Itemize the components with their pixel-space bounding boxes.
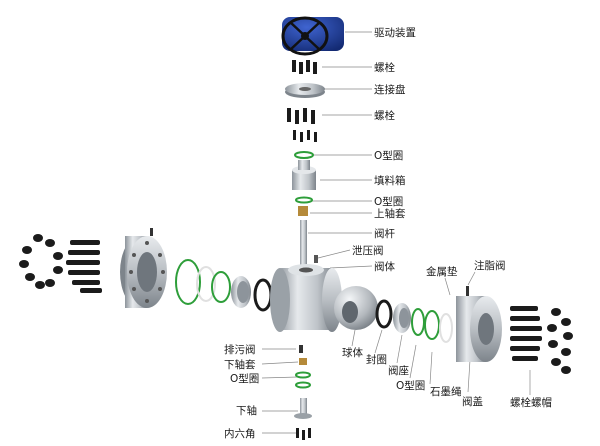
label-ball: 球体 bbox=[342, 347, 363, 359]
upper-bushing bbox=[298, 206, 308, 216]
label-seal-ring: 封圈 bbox=[366, 354, 387, 366]
valve-body bbox=[270, 264, 342, 332]
label-upper-bushing: 上轴套 bbox=[374, 208, 406, 220]
label-packing-box: 填料箱 bbox=[374, 175, 406, 187]
label-relief-valve: 泄压阀 bbox=[352, 245, 384, 257]
label-lower-shaft: 下轴 bbox=[236, 405, 257, 417]
connecting-plate bbox=[285, 83, 325, 98]
label-valve-body: 阀体 bbox=[374, 261, 395, 273]
left-o-ring-1 bbox=[175, 259, 201, 305]
left-nut-ring bbox=[19, 234, 63, 289]
lower-o-ring-1 bbox=[295, 371, 311, 379]
actuator bbox=[281, 16, 344, 56]
label-lower-bushing: 下轴套 bbox=[224, 359, 256, 371]
left-flange bbox=[120, 228, 167, 308]
label-valve-seat: 阀座 bbox=[388, 365, 409, 377]
label-hex-socket: 内六角 bbox=[224, 428, 256, 440]
right-seal-ring bbox=[375, 299, 393, 329]
label-bolt-top: 螺栓 bbox=[374, 62, 395, 74]
right-studs bbox=[510, 306, 542, 361]
label-bolt-middle: 螺栓 bbox=[374, 110, 395, 122]
metal-gasket bbox=[439, 313, 453, 343]
hex-socket-bolts bbox=[296, 428, 311, 440]
top-bolts bbox=[292, 60, 317, 74]
right-bonnet bbox=[456, 286, 502, 362]
lower-bushing bbox=[299, 358, 307, 365]
ball bbox=[334, 286, 378, 330]
label-drain-valve: 排污阀 bbox=[224, 344, 256, 356]
label-o-ring-2: O型圈 bbox=[374, 196, 404, 208]
packing-box bbox=[292, 160, 316, 190]
left-studs bbox=[66, 240, 102, 293]
leader-lines bbox=[261, 31, 531, 434]
left-graphite-ring bbox=[196, 266, 216, 302]
label-stud-nut: 螺栓螺帽 bbox=[510, 397, 552, 409]
label-grease-valve: 注脂阀 bbox=[474, 260, 506, 272]
left-o-ring-2 bbox=[211, 271, 231, 303]
relief-valve bbox=[314, 255, 318, 263]
label-connecting-plate: 连接盘 bbox=[374, 84, 406, 96]
label-o-ring-4: O型圈 bbox=[396, 380, 426, 392]
middle-bolts bbox=[287, 108, 317, 142]
drain-valve bbox=[299, 345, 303, 353]
upper-o-ring bbox=[294, 151, 314, 159]
label-actuator: 驱动装置 bbox=[374, 27, 416, 39]
label-stem: 阀杆 bbox=[374, 228, 395, 240]
left-seat bbox=[231, 276, 251, 308]
label-metal-gasket: 金属垫 bbox=[426, 266, 458, 278]
label-o-ring-1: O型圈 bbox=[374, 150, 404, 162]
right-nut-ring bbox=[547, 308, 573, 374]
label-bonnet: 阀盖 bbox=[462, 396, 483, 408]
right-seat bbox=[393, 303, 411, 333]
right-graphite-rope bbox=[424, 310, 440, 340]
middle-o-ring bbox=[295, 196, 313, 204]
label-o-ring-3: O型圈 bbox=[230, 373, 260, 385]
label-graphite-rope: 石墨绳 bbox=[430, 386, 462, 398]
right-o-ring bbox=[411, 308, 425, 336]
left-seal-ring bbox=[253, 278, 273, 312]
lower-shaft bbox=[294, 398, 312, 419]
lower-o-ring-2 bbox=[295, 381, 311, 389]
stem bbox=[300, 220, 307, 265]
